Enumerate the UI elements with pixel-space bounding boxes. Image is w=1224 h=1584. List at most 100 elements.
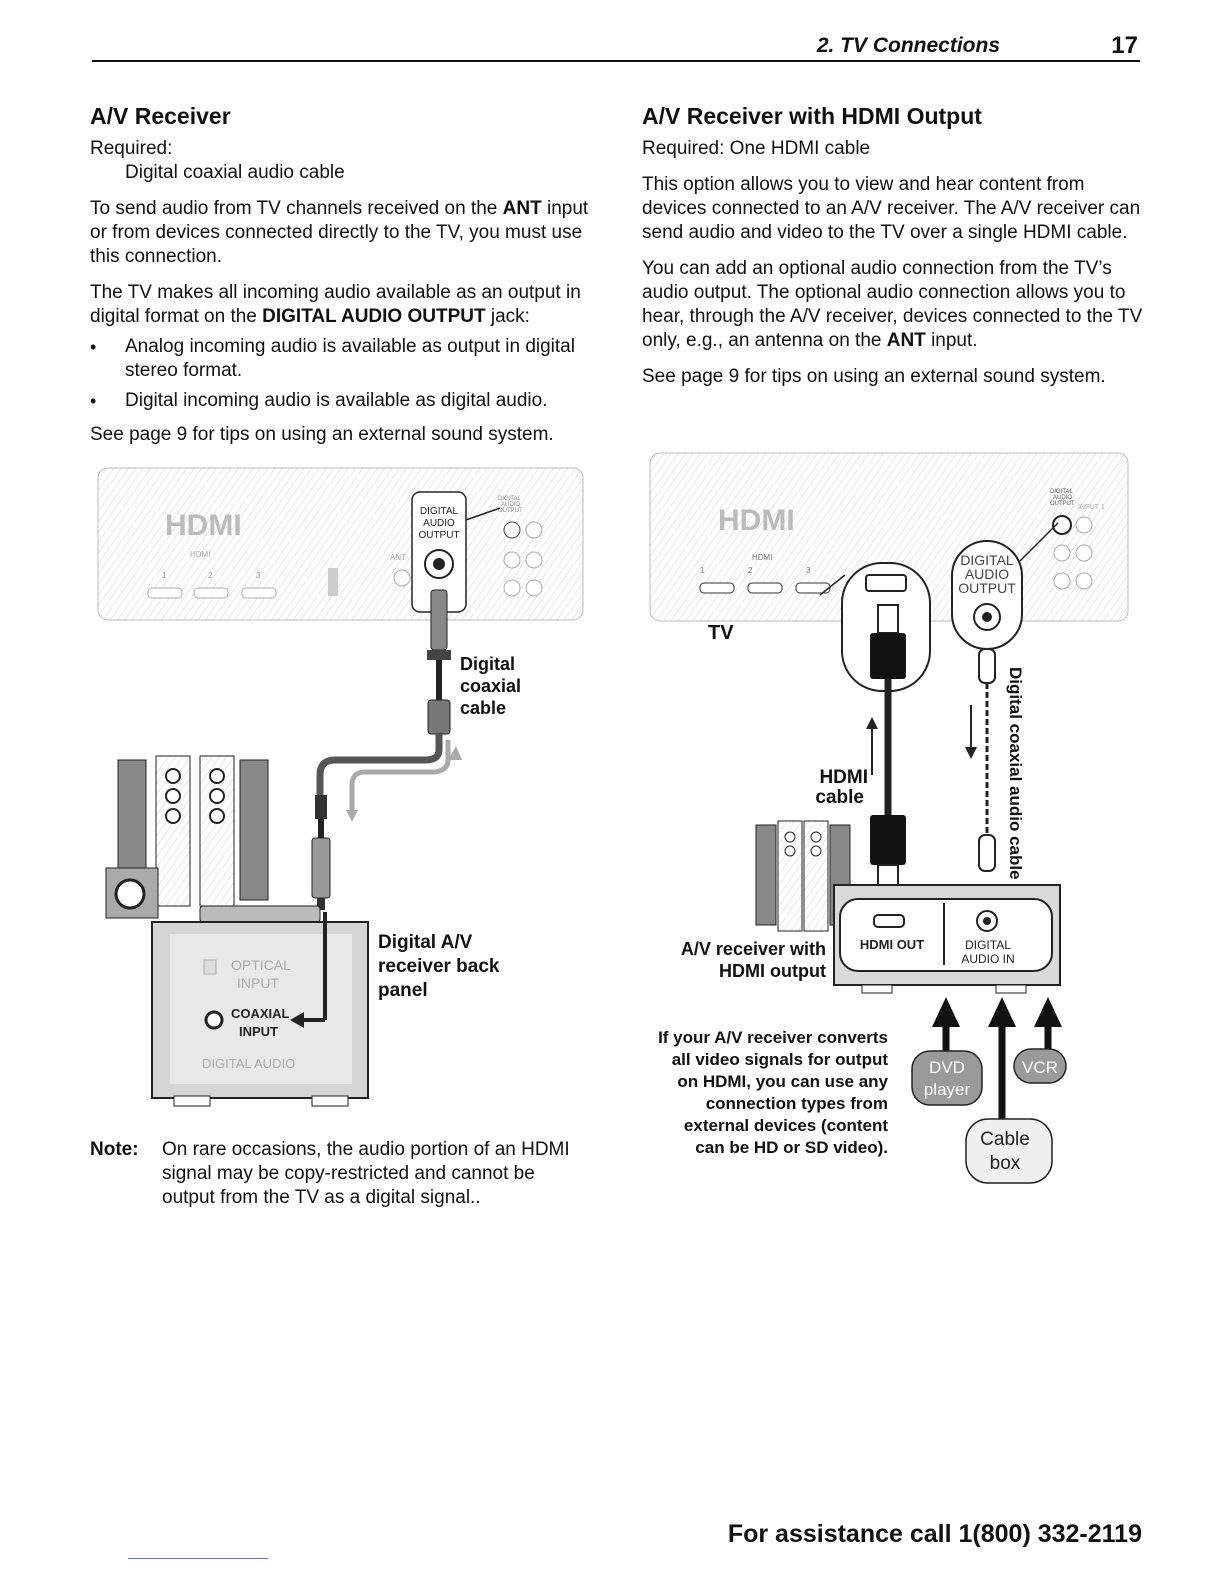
hdmi-port	[193, 587, 229, 599]
jack	[525, 579, 543, 597]
hdmi-logo: HDMI	[165, 509, 242, 542]
hdmi-num: 1	[162, 571, 167, 580]
tv-hdmi-label: HDMI	[190, 550, 210, 559]
callout-label: AUDIO	[965, 566, 1009, 582]
hdmi-port	[699, 582, 735, 594]
vcr-badge: VCR	[1013, 1048, 1067, 1084]
small-label: AUDIO	[1053, 495, 1072, 501]
assistance-footer: For assistance call 1(800) 332-2119	[727, 1520, 1142, 1548]
ant-label: ANT	[390, 553, 406, 562]
digital-audio-in-label: DIGITAL	[965, 938, 1011, 952]
right-heading: A/V Receiver with HDMI Output	[642, 103, 982, 129]
hdmi-cable-label: cable	[815, 787, 864, 808]
page-number: 17	[1111, 32, 1138, 59]
convert-note-line: all video signals for output	[672, 1050, 889, 1069]
coaxial-label: INPUT	[239, 1024, 278, 1039]
hdmi-cable	[866, 679, 906, 892]
cable-box-label: box	[990, 1153, 1021, 1174]
jack	[525, 521, 543, 539]
callout-label: DIGITAL	[960, 552, 1014, 568]
note-text: On rare occasions, the audio portion of …	[162, 1139, 570, 1208]
receiver-label: HDMI output	[719, 961, 826, 981]
right-para-2: You can add an optional audio connection…	[642, 258, 1143, 351]
small-label: OUTPUT	[498, 508, 523, 514]
dvd-player-badge: DVD player	[911, 1050, 983, 1106]
left-para-2: The TV makes all incoming audio availabl…	[90, 282, 581, 327]
left-heading: A/V Receiver	[90, 103, 231, 129]
convert-note-line: If your A/V receiver converts	[658, 1028, 888, 1047]
hdmi-num: 2	[748, 566, 753, 575]
jack	[1075, 544, 1093, 562]
section-title: 2. TV Connections	[816, 34, 1000, 57]
digital-audio-output-callout: DIGITAL AUDIO OUTPUT	[411, 491, 501, 613]
receiver-label: Digital A/V	[378, 932, 473, 953]
hdmi-port	[147, 587, 183, 599]
av-receiver-panel	[833, 884, 1061, 994]
digital-audio-in-label: AUDIO IN	[961, 952, 1014, 966]
small-label: INPUT 1	[1078, 504, 1105, 511]
callout-label: OUTPUT	[958, 580, 1016, 596]
hdmi-cable-label: HDMI	[819, 767, 868, 788]
required-label: Required:	[90, 138, 173, 159]
callout-label: DIGITAL	[420, 506, 459, 517]
hdmi-callout	[819, 562, 931, 692]
right-para-1: This option allows you to view and hear …	[642, 174, 1141, 243]
hdmi-num: 3	[256, 571, 261, 580]
digital-audio-output-callout: DIGITAL AUDIO OUTPUT	[951, 522, 1059, 650]
left-text-block: Required: Digital coaxial audio cable To…	[90, 137, 590, 459]
receiver-label: receiver back	[378, 956, 500, 977]
usb-port	[328, 568, 338, 596]
vcr-label: VCR	[1022, 1058, 1058, 1077]
small-label: DIGITAL	[1050, 489, 1074, 495]
convert-note-line: external devices (content	[684, 1116, 888, 1135]
note-label: Note:	[90, 1139, 139, 1160]
jack	[503, 521, 521, 539]
cable-label: cable	[460, 698, 506, 718]
required-item: Digital coaxial audio cable	[125, 162, 345, 183]
tv-hdmi-label: HDMI	[752, 553, 772, 562]
tv-label: TV	[708, 622, 734, 644]
convert-note-line: can be HD or SD video).	[695, 1138, 888, 1157]
note: Note: On rare occasions, the audio porti…	[90, 1138, 570, 1210]
optical-label: INPUT	[237, 975, 279, 991]
coaxial-label: COAXIAL	[231, 1006, 290, 1021]
jack	[503, 579, 521, 597]
small-label: AUDIO	[501, 502, 520, 508]
cable-label: coaxial	[460, 676, 521, 696]
tv-back-panel: HDMI HDMI 1 2 3 ANT DIGITAL AUDIO OUTPUT	[97, 467, 584, 621]
convert-note: If your A/V receiver converts all video …	[658, 1028, 888, 1157]
ant-jack	[393, 569, 411, 587]
coax-cable: Digital coaxial audio cable	[965, 648, 1025, 880]
receiver-label: A/V receiver with	[681, 939, 826, 959]
hdmi-port	[747, 582, 783, 594]
coax-jack-center	[433, 558, 445, 570]
list-item: Digital incoming audio is available as d…	[90, 389, 590, 413]
small-label: DIGITAL	[498, 496, 522, 502]
speaker-system	[105, 755, 321, 923]
hdmi-port	[241, 587, 277, 599]
coax-cable	[311, 589, 462, 910]
av-receiver-diagram: HDMI HDMI 1 2 3 ANT DIGITAL AUDIO OUTPUT…	[97, 467, 584, 1107]
callout-label: AUDIO	[423, 518, 455, 529]
cable-label: Digital	[460, 654, 515, 674]
left-bullets: Analog incoming audio is available as ou…	[90, 335, 590, 413]
callout-label: OUTPUT	[418, 530, 459, 541]
jack	[1053, 572, 1071, 590]
jack	[1053, 544, 1071, 562]
hdmi-out-label: HDMI OUT	[860, 937, 924, 952]
speaker-system	[755, 820, 851, 932]
jack	[503, 551, 521, 569]
footer-link-rule	[128, 1558, 268, 1559]
dvd-label: DVD	[929, 1058, 965, 1077]
receiver-back-panel: OPTICAL INPUT COAXIAL INPUT DIGITAL AUDI…	[151, 912, 369, 1107]
right-text-block: Required: One HDMI cable This option all…	[642, 137, 1147, 401]
jack	[1075, 516, 1093, 534]
dvd-label: player	[924, 1080, 971, 1099]
jack	[1075, 572, 1093, 590]
av-receiver-hdmi-diagram: HDMI HDMI 1 2 3 DIGITAL AUDIO OUTPUT INP…	[649, 452, 1129, 1184]
list-item: Analog incoming audio is available as ou…	[90, 335, 590, 383]
cable-box-badge: Cable box	[965, 1118, 1053, 1184]
right-required: Required: One HDMI cable	[642, 138, 871, 159]
header-rule	[92, 60, 1140, 62]
hdmi-num: 2	[208, 571, 213, 580]
